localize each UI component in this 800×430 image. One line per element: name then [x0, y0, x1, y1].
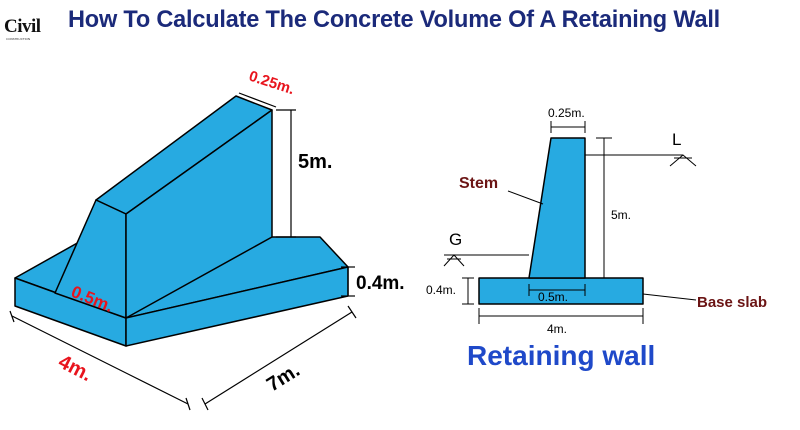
iso-length-label: 7m.: [263, 359, 304, 396]
logo-subtext: CONSTRUCTION: [6, 37, 31, 41]
section-base-slab-label: Base slab: [697, 294, 767, 311]
section-dimensions: [443, 121, 697, 324]
section-view: [478, 137, 644, 305]
section-slab-thickness-label: 0.4m.: [426, 283, 456, 297]
diagram-caption: Retaining wall: [467, 340, 655, 371]
iso-height-label: 5m.: [298, 151, 332, 173]
civil-logo: Civil CONSTRUCTION: [4, 16, 46, 50]
section-height-label: 5m.: [611, 208, 631, 222]
section-top-width-label: 0.25m.: [548, 106, 585, 120]
section-labels: 0.25m. L Stem 5m. G 0.4m. 0.5m. Base sla…: [426, 106, 767, 371]
isometric-view: [14, 95, 349, 347]
section-ground-left-label: G: [449, 230, 462, 249]
iso-top-width-label: 0.25m.: [247, 68, 297, 99]
logo-text: Civil: [4, 16, 41, 37]
section-stem-bottom-width-label: 0.5m.: [538, 290, 568, 304]
isometric-dimensions: [9, 92, 357, 411]
section-base-slab: [478, 277, 644, 305]
section-ground-right-label: L: [672, 130, 681, 149]
stem-front-face: [125, 109, 273, 319]
page-title: How To Calculate The Concrete Volume Of …: [68, 6, 721, 33]
section-base-width-label: 4m.: [547, 322, 567, 336]
section-stem: [528, 137, 586, 279]
iso-base-width-label: 4m.: [55, 351, 96, 386]
section-stem-label: Stem: [459, 175, 498, 192]
iso-slab-thickness-label: 0.4m.: [356, 273, 405, 294]
